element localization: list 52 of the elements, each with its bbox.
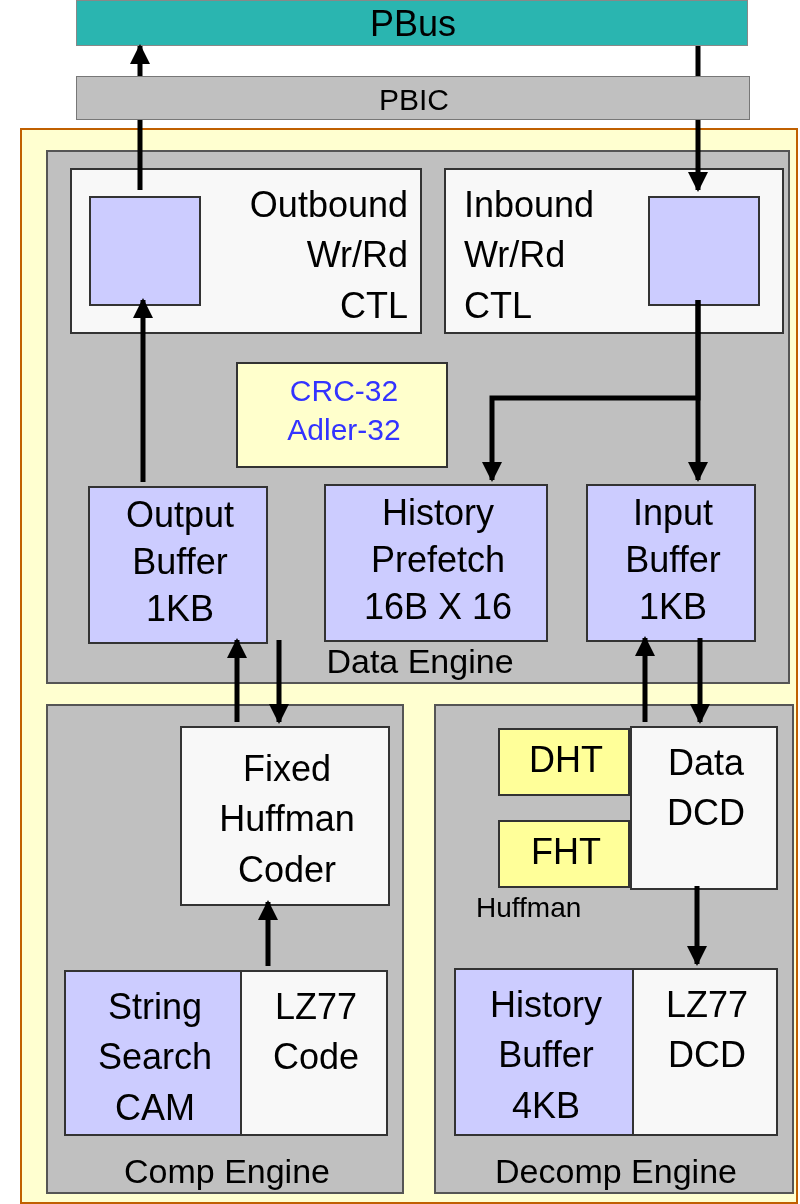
block-label: Input Buffer 1KB [624, 491, 722, 629]
block-label: Output Buffer 1KB [124, 493, 236, 631]
arrow [688, 300, 708, 482]
block-label: Data DCD [666, 741, 746, 836]
block-label: Inbound Wr/Rd CTL [464, 183, 596, 328]
interface-bar [76, 76, 750, 120]
block-label: Outbound Wr/Rd CTL [248, 183, 408, 328]
queue-block [648, 196, 760, 306]
buffer-box [324, 484, 548, 642]
block-label: Fixed Huffman Coder [218, 747, 356, 892]
arrow [635, 636, 655, 722]
block-label: PBIC [378, 82, 450, 118]
block-label: CRC-32 Adler-32 [286, 373, 402, 448]
arrow [133, 298, 153, 482]
queue-block [89, 196, 201, 306]
block-label: FHT [530, 830, 602, 874]
bus-bar [76, 0, 748, 46]
arrow [688, 120, 708, 192]
code-box [240, 970, 388, 1136]
outer-panel [20, 128, 798, 1204]
decoder-box [630, 726, 778, 890]
controller-box [70, 168, 422, 334]
block-label: LZ77 DCD [664, 983, 750, 1078]
panel-title: Comp Engine [123, 1151, 331, 1192]
block-label: String Search CAM [96, 985, 214, 1130]
arrow [269, 640, 289, 724]
arrow [687, 886, 707, 966]
block-label: History Buffer 4KB [489, 983, 603, 1128]
engine-panel [46, 150, 790, 684]
arrow [690, 638, 710, 724]
arrow [130, 44, 150, 76]
buffer-box [454, 968, 634, 1136]
search-box [64, 970, 242, 1136]
controller-box [444, 168, 784, 334]
arrow [258, 900, 278, 966]
block-label: History Prefetch 16B X 16 [362, 491, 514, 629]
block-label: DHT [528, 738, 604, 782]
block-label: PBus [368, 2, 457, 46]
panel-title: Data Engine [325, 641, 515, 682]
note-label: Huffman [476, 892, 582, 924]
arrow [227, 638, 247, 722]
buffer-box [88, 486, 268, 644]
engine-panel [434, 704, 794, 1194]
table-box [498, 728, 630, 796]
block-label: LZ77 Code [271, 985, 361, 1080]
coder-box [180, 726, 390, 906]
engine-panel [46, 704, 404, 1194]
checksum-box [236, 362, 448, 468]
table-box [498, 820, 630, 888]
decoder-box [632, 968, 778, 1136]
buffer-box [586, 484, 756, 642]
panel-title: Decomp Engine [494, 1151, 738, 1192]
